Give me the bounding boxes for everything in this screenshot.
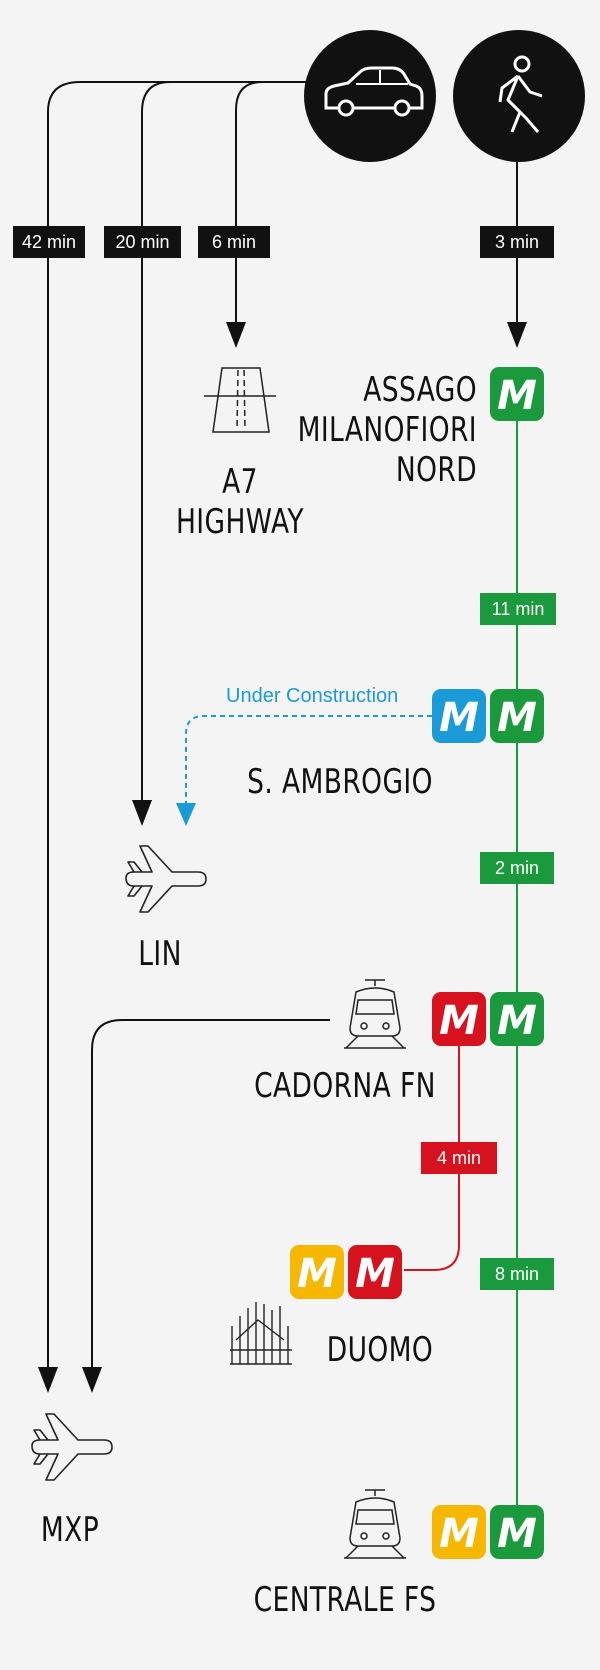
stop-assago-line1: ASSAGO: [363, 370, 477, 410]
stop-ambrogio: S. AMBROGIO: [247, 762, 433, 802]
duomo-m3-badge: M: [290, 1245, 344, 1299]
arrow-mxp-car: [38, 1367, 58, 1393]
metro-letter: M: [439, 1511, 479, 1557]
train-icon-cadorna: [344, 979, 406, 1049]
metro-letter: M: [439, 998, 479, 1044]
stop-assago-line2: MILANOFIORI: [297, 410, 477, 450]
metro-letter: M: [439, 695, 479, 741]
metro-letter: M: [355, 1251, 395, 1297]
centrale-m2-badge: M: [490, 1505, 544, 1559]
highway-icon: [204, 367, 276, 433]
arrow-highway: [226, 322, 246, 348]
airplane-icon-mxp: [31, 1413, 113, 1481]
stop-cadorna: CADORNA FN: [254, 1066, 436, 1106]
stop-assago-line3: NORD: [395, 450, 477, 490]
arrow-lin: [132, 800, 152, 826]
blue-arrowhead: [176, 803, 196, 826]
centrale-m3-badge: M: [432, 1505, 486, 1559]
stop-highway-line1: A7: [222, 462, 258, 502]
stop-duomo: DUOMO: [326, 1330, 434, 1370]
metro-letter: M: [497, 998, 537, 1044]
duration-green-assago-ambrogio: 11 min: [480, 593, 556, 625]
assago-m2-badge: M: [490, 367, 544, 421]
stop-mxp: MXP: [40, 1510, 100, 1550]
cadorna-m2-badge: M: [490, 992, 544, 1046]
duration-car-lin: 20 min: [104, 226, 181, 258]
route-train-mxp: [91, 1019, 330, 1367]
route-car-lin: [141, 81, 171, 800]
duration-walk-metro: 3 min: [480, 226, 554, 258]
under-construction-label: Under Construction: [226, 685, 399, 707]
car-icon: [304, 30, 436, 162]
ambrogio-m2-badge: M: [490, 689, 544, 743]
train-icon-centrale: [344, 1489, 406, 1559]
duration-green-cadorna-centrale: 8 min: [480, 1258, 554, 1290]
route-car-highway: [235, 81, 263, 322]
airplane-icon-lin: [125, 845, 207, 913]
duomo-icon: [230, 1302, 292, 1365]
metro-letter: M: [297, 1251, 337, 1297]
arrow-mxp-train: [82, 1367, 102, 1393]
duration-car-highway: 6 min: [198, 226, 270, 258]
duomo-m1-badge: M: [348, 1245, 402, 1299]
duration-car-mxp: 42 min: [13, 226, 85, 258]
metro-letter: M: [497, 1511, 537, 1557]
duration-red-cadorna-duomo: 4 min: [421, 1142, 497, 1174]
route-car-mxp: [47, 81, 310, 1367]
stop-centrale: CENTRALE FS: [253, 1580, 437, 1620]
stop-highway-line2: HIGHWAY: [175, 502, 305, 542]
red-line: [404, 1045, 460, 1271]
metro-letter: M: [497, 373, 537, 419]
metro-letter: M: [497, 695, 537, 741]
blue-dashed-line: [185, 715, 432, 812]
stop-assago: ASSAGO MILANOFIORI NORD: [274, 370, 477, 490]
cadorna-m1-badge: M: [432, 992, 486, 1046]
walking-person-icon: [453, 30, 585, 162]
stop-highway: A7 HIGHWAY: [162, 462, 318, 542]
duration-green-ambrogio-cadorna: 2 min: [480, 852, 554, 884]
stop-lin: LIN: [138, 934, 182, 974]
arrow-walk: [507, 322, 527, 348]
ambrogio-m4-badge: M: [432, 689, 486, 743]
